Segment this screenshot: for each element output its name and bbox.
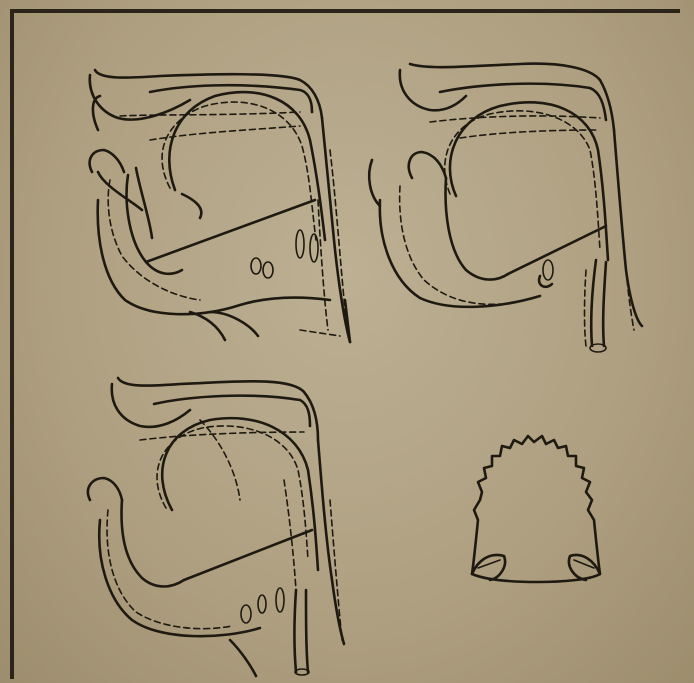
vocal-tract-profile-top-left [90, 70, 350, 342]
vocal-tract-profile-bottom-left [88, 378, 344, 676]
vocal-tract-profile-top-right [369, 64, 642, 352]
palatogram [472, 436, 600, 582]
